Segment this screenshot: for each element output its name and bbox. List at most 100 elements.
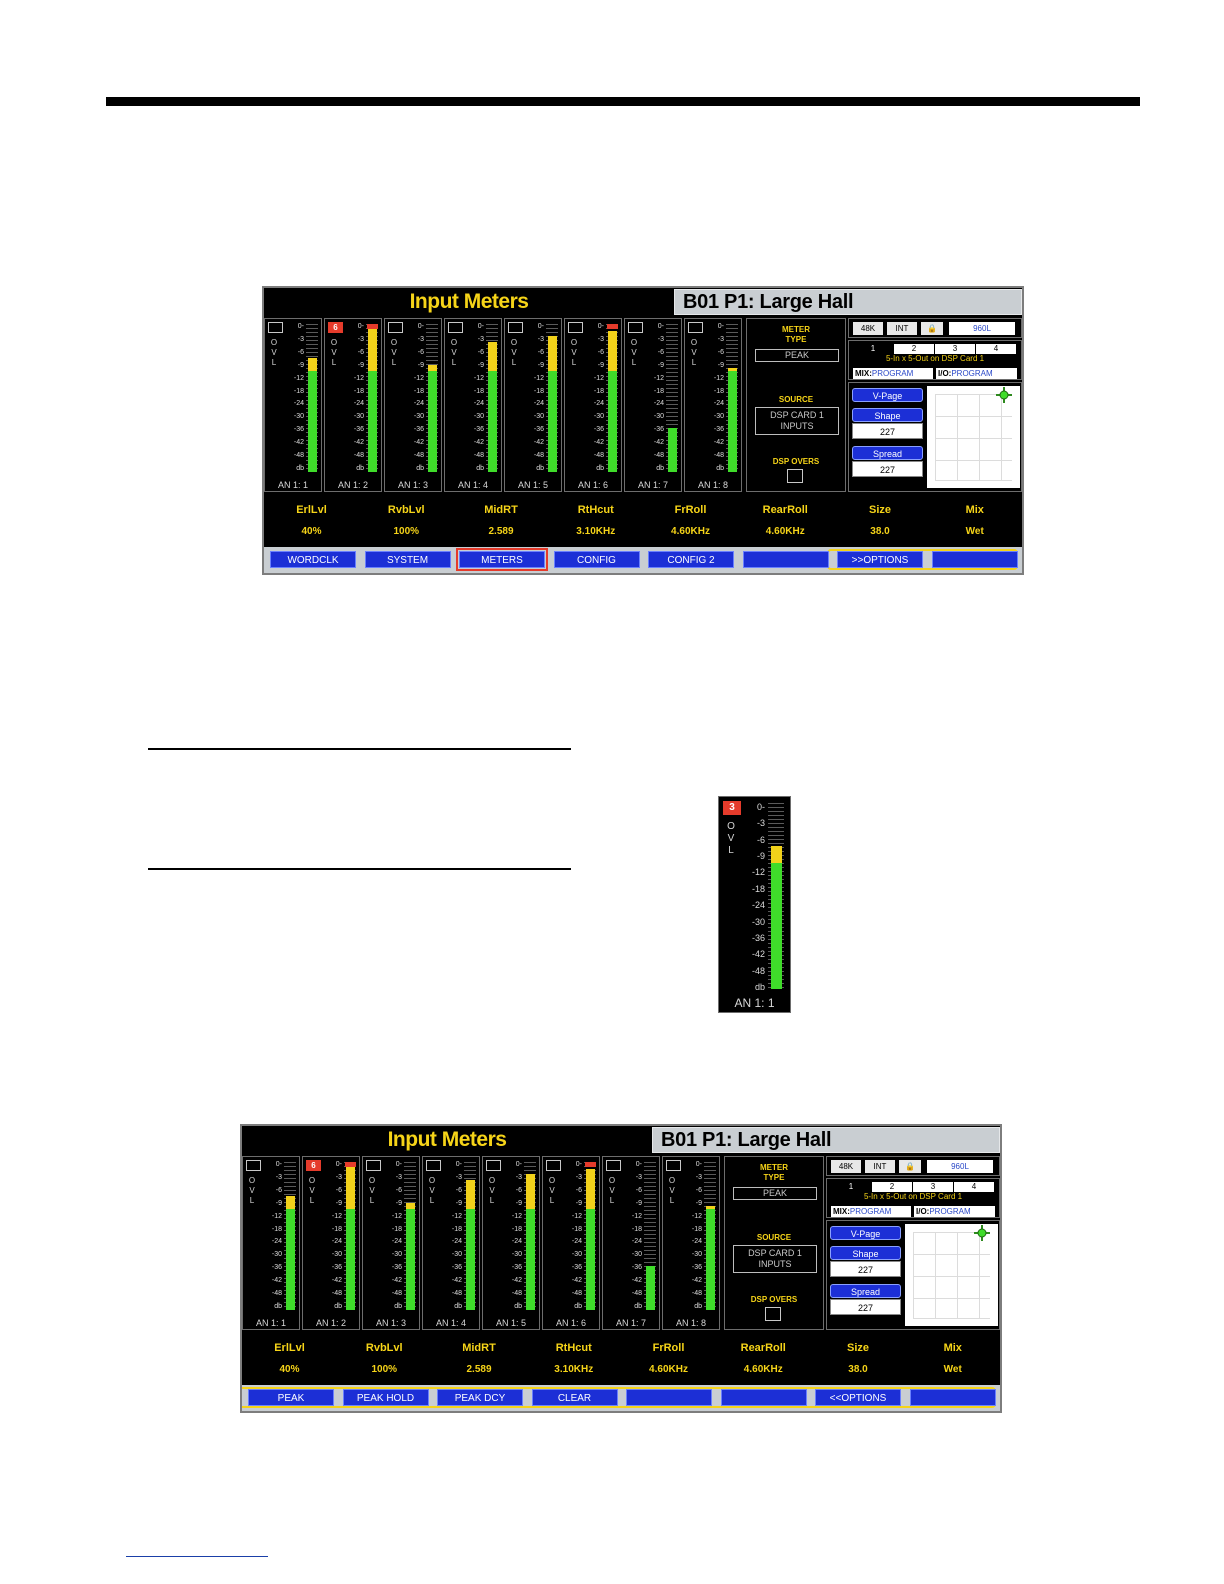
- shape-button[interactable]: Shape: [852, 408, 923, 422]
- mode-chip[interactable]: 960L: [927, 1160, 993, 1173]
- softkey-3[interactable]: CONFIG: [553, 551, 640, 568]
- ovl-reset-button[interactable]: 6: [328, 322, 343, 333]
- source-line: INPUTS: [758, 1259, 792, 1269]
- shape-button[interactable]: Shape: [830, 1246, 901, 1260]
- softkey-0[interactable]: WORDCLK: [270, 551, 356, 568]
- softkey-2[interactable]: PEAK DCY: [437, 1389, 523, 1406]
- ovl-reset-button[interactable]: [546, 1160, 561, 1171]
- lock-icon[interactable]: 🔒: [921, 322, 943, 335]
- ovl-reset-button[interactable]: [268, 322, 283, 333]
- dsp-overs-checkbox[interactable]: [765, 1307, 781, 1321]
- sample-rate-chip[interactable]: 48K: [831, 1160, 861, 1173]
- softkey-3[interactable]: CLEAR: [531, 1389, 618, 1406]
- routing-cell[interactable]: 1: [831, 1182, 872, 1192]
- meter-segment: [524, 1170, 536, 1171]
- spread-button[interactable]: Spread: [852, 446, 923, 460]
- ovl-reset-button[interactable]: [388, 322, 403, 333]
- scale-tick: -18: [593, 388, 604, 395]
- ovl-reset-button[interactable]: [366, 1160, 381, 1171]
- ovl-reset-button[interactable]: 6: [306, 1160, 321, 1171]
- softkey-6[interactable]: <<OPTIONS: [815, 1389, 901, 1406]
- spread-button[interactable]: Spread: [830, 1284, 901, 1298]
- ovl-reset-button[interactable]: [688, 322, 703, 333]
- mix-source[interactable]: MIX:PROGRAM: [853, 368, 933, 379]
- routing-cell[interactable]: 4: [954, 1182, 995, 1192]
- xy-position-pad[interactable]: [905, 1224, 998, 1326]
- spread-value[interactable]: 227: [852, 461, 923, 477]
- ovl-reset-button[interactable]: [568, 322, 583, 333]
- xy-position-pad[interactable]: [927, 386, 1020, 488]
- dsp-overs-checkbox[interactable]: [787, 469, 803, 483]
- shape-value[interactable]: 227: [830, 1261, 901, 1277]
- ovl-reset-button[interactable]: [628, 322, 643, 333]
- ovl-reset-button[interactable]: [666, 1160, 681, 1171]
- sample-rate-chip[interactable]: 48K: [853, 322, 883, 335]
- softkey-2[interactable]: METERS: [456, 548, 548, 571]
- vpage-button[interactable]: V-Page: [852, 388, 923, 402]
- routing-cell[interactable]: 1: [853, 344, 894, 354]
- io-source[interactable]: I/O:PROGRAM: [936, 368, 1017, 379]
- softkey-4[interactable]: [626, 1389, 712, 1406]
- routing-cell[interactable]: 2: [894, 344, 935, 354]
- routing-cell[interactable]: 4: [976, 344, 1017, 354]
- meter-segment: [726, 340, 738, 341]
- lock-icon[interactable]: 🔒: [899, 1160, 921, 1173]
- clock-source-chip[interactable]: INT: [865, 1160, 895, 1173]
- scale-tick: -12: [331, 1213, 342, 1220]
- routing-cell[interactable]: 3: [935, 344, 976, 354]
- spread-value[interactable]: 227: [830, 1299, 901, 1315]
- softkey-1[interactable]: PEAK HOLD: [342, 1389, 429, 1406]
- shape-value[interactable]: 227: [852, 423, 923, 439]
- ovl-letter: L: [609, 1196, 615, 1205]
- softkey-0[interactable]: PEAK: [248, 1389, 334, 1406]
- meter-segment: [666, 372, 678, 373]
- mix-value: PROGRAM: [871, 369, 914, 378]
- ovl-reset-button[interactable]: [508, 322, 523, 333]
- meter-type-value[interactable]: PEAK: [733, 1187, 817, 1200]
- mix-source[interactable]: MIX:PROGRAM: [831, 1206, 911, 1217]
- softkey-5[interactable]: [720, 1389, 807, 1406]
- crosshair-cursor-icon[interactable]: [974, 1225, 990, 1241]
- crosshair-cursor-icon[interactable]: [996, 387, 1012, 403]
- softkey-7[interactable]: [931, 551, 1018, 568]
- scale-tick: -42: [331, 1277, 342, 1284]
- meter-type-value[interactable]: PEAK: [755, 349, 839, 362]
- routing-cell[interactable]: 2: [872, 1182, 913, 1192]
- clock-source-chip[interactable]: INT: [887, 322, 917, 335]
- vpage-button[interactable]: V-Page: [830, 1226, 901, 1240]
- ovl-reset-button[interactable]: [486, 1160, 501, 1171]
- ovl-reset-button[interactable]: [606, 1160, 621, 1171]
- softkey-5[interactable]: [742, 551, 829, 568]
- softkey-1[interactable]: SYSTEM: [364, 551, 451, 568]
- softkey-4[interactable]: CONFIG 2: [648, 551, 734, 568]
- softkey-6[interactable]: >>OPTIONS: [837, 551, 923, 568]
- routing-cell[interactable]: 3: [913, 1182, 954, 1192]
- mode-chip[interactable]: 960L: [949, 322, 1015, 335]
- softkey-7[interactable]: [909, 1389, 996, 1406]
- ovl-reset-button[interactable]: [426, 1160, 441, 1171]
- ovl-reset-button[interactable]: [246, 1160, 261, 1171]
- ovl-reset-button[interactable]: [448, 322, 463, 333]
- io-source[interactable]: I/O:PROGRAM: [914, 1206, 995, 1217]
- scale-tick: -48: [511, 1290, 522, 1297]
